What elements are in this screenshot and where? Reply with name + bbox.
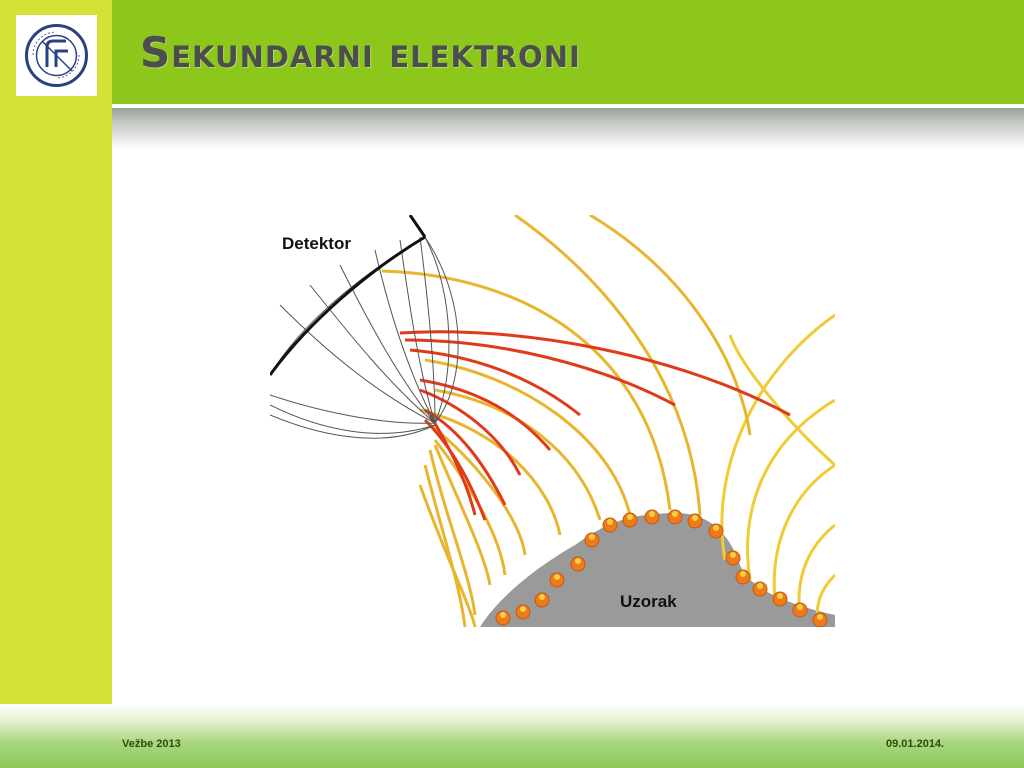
emission-point-core xyxy=(575,558,581,564)
emission-point-core xyxy=(589,534,595,540)
trajectory-red xyxy=(424,408,507,506)
detector-wire xyxy=(270,236,426,376)
emission-point-core xyxy=(713,525,719,531)
sample-body xyxy=(480,512,835,627)
trajectory-yellow xyxy=(720,313,835,561)
header-bar xyxy=(112,0,1024,104)
detector-label: Detektor xyxy=(282,234,351,253)
trajectory-yellow xyxy=(746,398,835,581)
emission-point-core xyxy=(730,552,736,558)
trajectory-orange xyxy=(434,388,602,521)
trajectory-orange xyxy=(424,358,632,516)
trajectory-red xyxy=(399,330,791,417)
emission-point-core xyxy=(692,515,698,521)
emission-point-core xyxy=(777,593,783,599)
trajectory-red xyxy=(409,348,581,417)
emission-point-core xyxy=(817,614,823,620)
trajectory-orange xyxy=(419,408,562,536)
trajectory-orange xyxy=(428,449,477,616)
emission-point-core xyxy=(500,612,506,618)
detector-wire xyxy=(374,249,436,424)
emission-point-core xyxy=(520,606,526,612)
trajectory-yellow xyxy=(797,523,835,616)
detector-wire xyxy=(279,304,436,424)
detector-wire xyxy=(424,236,450,424)
detector-wire xyxy=(270,404,436,434)
emission-point-core xyxy=(740,571,746,577)
detector-wire xyxy=(270,394,436,424)
trajectory-red xyxy=(419,378,552,451)
footer-course: Vežbe 2013 xyxy=(122,738,181,750)
slide-title: Sekundarni elektroni xyxy=(140,28,581,77)
header-divider xyxy=(112,104,1024,108)
trajectory-orange xyxy=(423,464,467,627)
detector-rim xyxy=(270,235,426,376)
university-seal-icon xyxy=(16,15,97,96)
trajectory-red xyxy=(419,388,522,476)
trajectory-orange xyxy=(589,215,752,436)
trajectory-yellow xyxy=(772,463,835,601)
secondary-electron-diagram: Detektor Uzorak xyxy=(270,215,835,627)
emission-point-core xyxy=(539,594,545,600)
diagram-drawing xyxy=(270,215,835,627)
footer-date: 09.01.2014. xyxy=(886,738,945,750)
trajectory-orange xyxy=(381,269,672,511)
emission-point-core xyxy=(797,604,803,610)
emission-point-core xyxy=(554,574,560,580)
trajectory-yellow xyxy=(728,334,835,467)
emission-point-core xyxy=(757,583,763,589)
trajectory-orange xyxy=(514,215,702,516)
detector-wire xyxy=(399,239,436,424)
emission-point-core xyxy=(607,519,613,525)
detector-wire xyxy=(309,284,436,424)
trajectory-orange xyxy=(418,484,477,627)
emission-point-core xyxy=(627,514,633,520)
detector-wire xyxy=(424,236,459,424)
trajectory-red xyxy=(404,338,676,407)
detector-rim xyxy=(408,215,427,238)
trajectory-red xyxy=(423,418,487,521)
footer-bar xyxy=(0,704,1024,768)
detector-wire xyxy=(339,264,436,424)
header-shadow-band xyxy=(112,108,1024,150)
emission-point-core xyxy=(672,511,678,517)
sample-label: Uzorak xyxy=(620,592,677,611)
trajectory-orange xyxy=(433,444,492,586)
left-sidebar xyxy=(0,0,112,704)
detector-wire xyxy=(419,236,436,424)
detector-wire xyxy=(270,414,436,439)
emission-point-core xyxy=(649,511,655,517)
